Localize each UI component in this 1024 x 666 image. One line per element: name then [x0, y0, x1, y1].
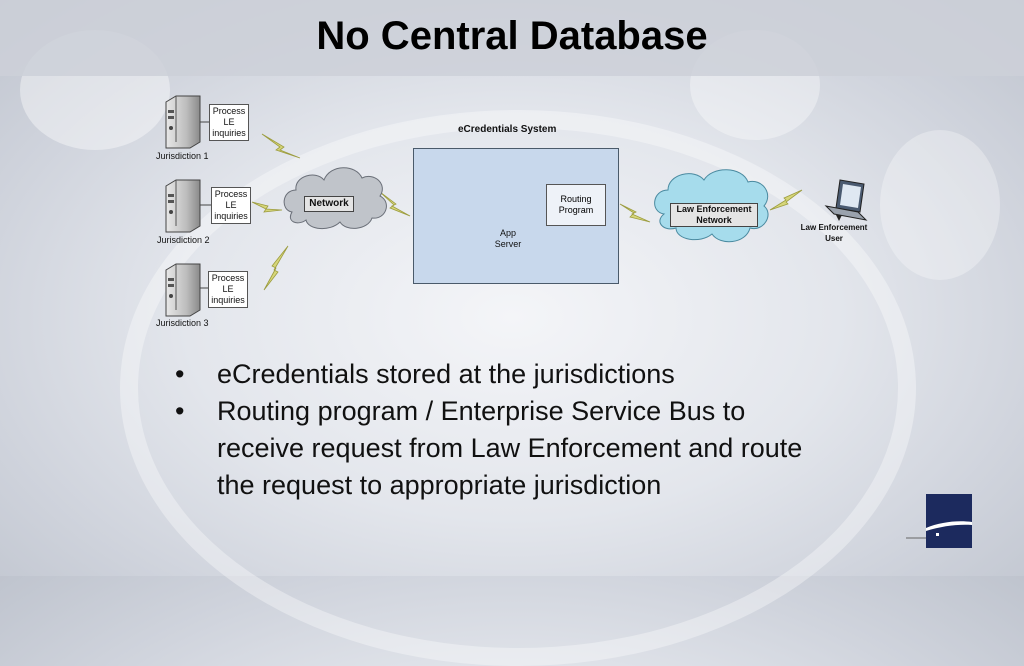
jurisdiction-2-label: Jurisdiction 2	[157, 235, 210, 245]
bullet-text: eCredentials stored at the jurisdictions	[217, 359, 675, 389]
le-network-label: Law Enforcement Network	[670, 203, 758, 227]
app-server-label-line: App	[499, 228, 516, 238]
system-title: eCredentials System	[458, 124, 557, 135]
le-network-label-line: Network	[696, 215, 732, 225]
jurisdiction-1-label: Jurisdiction 1	[156, 151, 209, 161]
title-bar	[0, 0, 1024, 76]
app-server-label-line: Server	[494, 239, 522, 249]
page-title: No Central Database	[316, 14, 708, 58]
le-user-label-line: User	[825, 234, 843, 243]
process-box-jurisdiction-1: Process LE inquiries	[209, 104, 249, 141]
process-box-jurisdiction-2: Process LE inquiries	[211, 187, 251, 224]
bullet-item: • eCredentials stored at the jurisdictio…	[175, 356, 835, 393]
server-icon	[165, 179, 201, 233]
logo	[926, 494, 972, 548]
lightning-icon	[769, 189, 803, 211]
laptop-icon	[824, 179, 868, 221]
process-box-jurisdiction-3: Process LE inquiries	[208, 271, 248, 308]
process-label-line: LE	[223, 117, 235, 127]
lightning-icon	[619, 203, 651, 223]
server-icon	[165, 95, 201, 149]
le-user-label: Law Enforcement User	[798, 222, 870, 244]
process-label-line: LE	[222, 284, 234, 294]
process-label-line: Process	[214, 189, 248, 199]
routing-label-line: Program	[558, 205, 594, 215]
routing-label-line: Routing	[560, 194, 592, 204]
server-icon	[165, 263, 201, 317]
network-label: Network	[304, 196, 354, 212]
process-label-line: inquiries	[211, 295, 245, 305]
routing-program-box: Routing Program	[546, 184, 606, 226]
process-label-line: LE	[225, 200, 237, 210]
process-label-line: inquiries	[214, 211, 248, 221]
lightning-icon	[379, 191, 411, 217]
lightning-icon	[263, 245, 289, 291]
lightning-icon	[251, 201, 283, 213]
process-label-line: Process	[212, 106, 246, 116]
le-network-label-line: Law Enforcement	[676, 204, 752, 214]
bullet-text: Routing program / Enterprise Service Bus…	[217, 396, 803, 500]
process-label-line: inquiries	[212, 128, 246, 138]
bullet-marker: •	[175, 359, 185, 389]
le-user-label-line: Law Enforcement	[800, 223, 868, 232]
app-server-label: App Server	[488, 228, 528, 250]
process-label-line: Process	[211, 273, 245, 283]
pointer-arrow-icon	[836, 215, 842, 221]
logo-graphic	[926, 521, 972, 536]
jurisdiction-3-label: Jurisdiction 3	[156, 318, 209, 328]
bullet-list: • eCredentials stored at the jurisdictio…	[175, 356, 835, 504]
bullet-marker: •	[175, 396, 185, 426]
bullet-item: • Routing program / Enterprise Service B…	[175, 393, 835, 504]
lightning-icon	[261, 133, 301, 159]
